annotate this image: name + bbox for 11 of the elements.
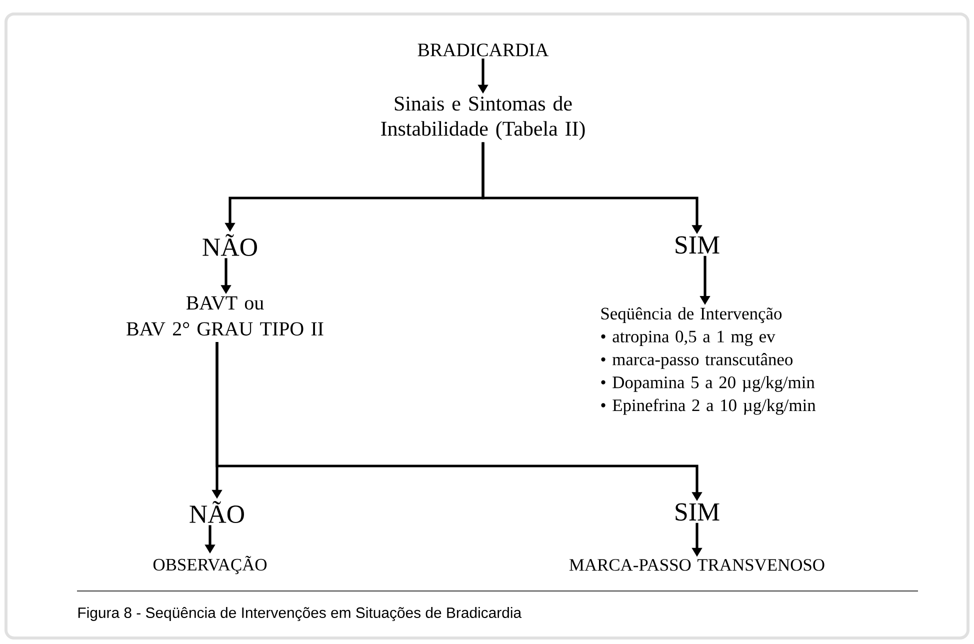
flow-text: NÃO (190, 501, 244, 523)
flow-text: Sinais e Sintomas de Instabilidade (Tabela II) (381, 96, 585, 140)
flow-text: NÃO (202, 234, 257, 256)
caption: Figura 8 - Seqüência de Intervenções em Situações de Bradicardia (78, 606, 522, 622)
flow-text: Seqüência de Intervenção • atropina 0,5 a 1 mg ev • marca-passo transcutâneo • Dopamina 5 a 20 µg/kg/min • Epinefrina 2 a 10 µg/kg/min (601, 307, 816, 415)
flow-text: BRADICARDIA (418, 44, 549, 56)
flow-text: MARCA-PASSO TRANSVENOSO (569, 559, 824, 571)
flow-text: BAVT ou BAV 2° GRAU TIPO II (126, 296, 324, 336)
flow-text: SIM (676, 236, 720, 254)
flow-text: OBSERVAÇÃO (153, 556, 267, 574)
flow-text: SIM (676, 503, 720, 521)
